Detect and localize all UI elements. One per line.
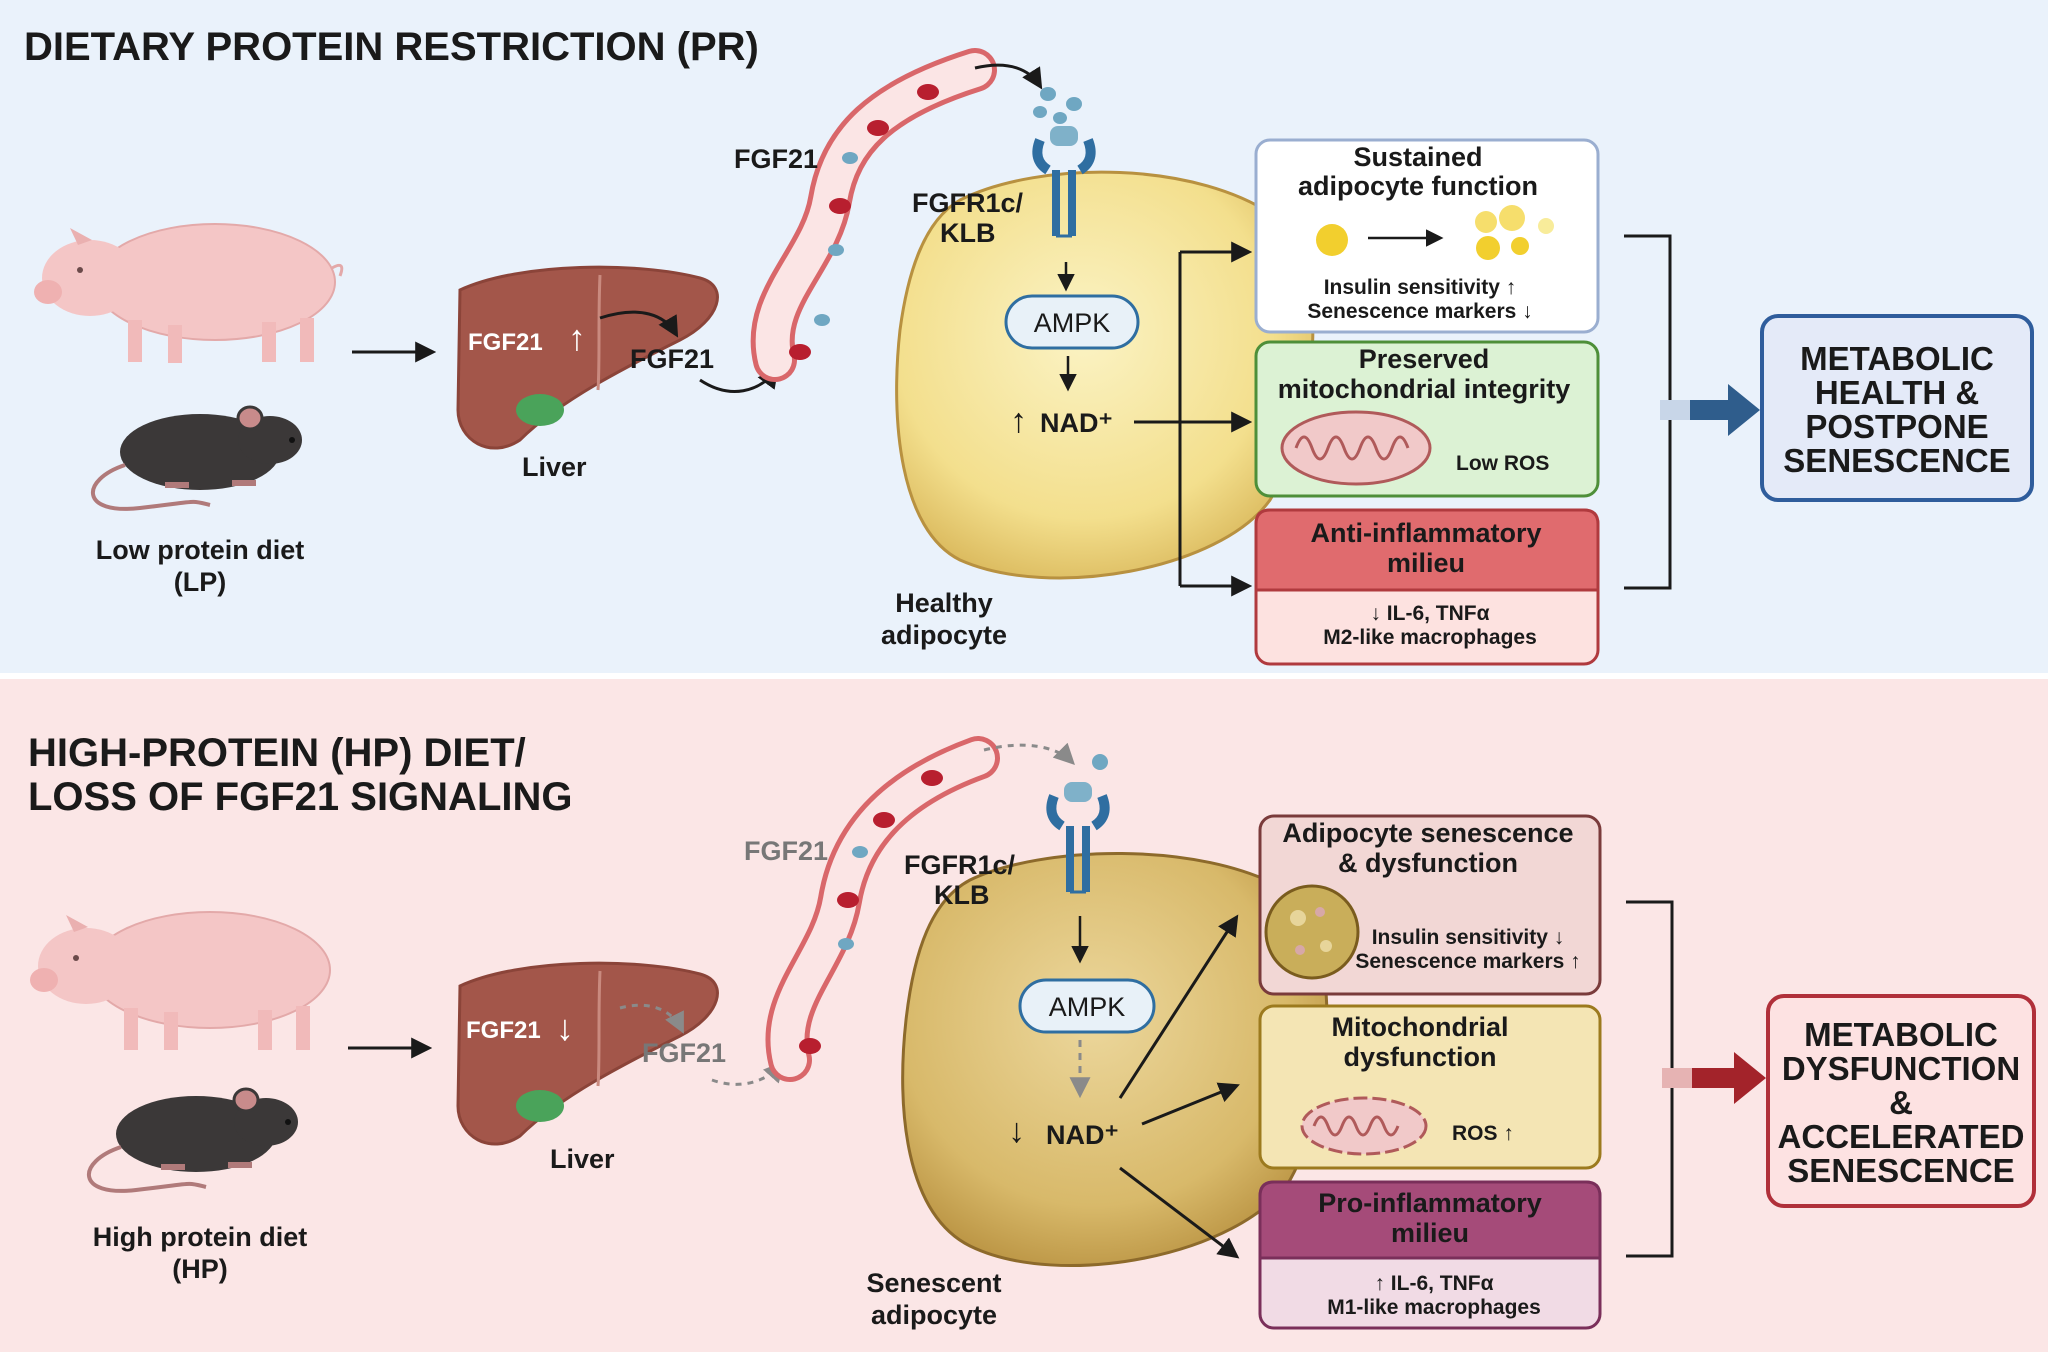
vessel-fgf21-label-bottom: FGF21 xyxy=(744,836,828,866)
box2-title-line2: mitochondrial integrity xyxy=(1278,374,1571,404)
mouse-icon xyxy=(91,405,302,511)
damaged-mitochondrion-icon xyxy=(1300,1096,1428,1156)
liver-icon-bottom xyxy=(456,961,719,1146)
ampk-node-bottom xyxy=(1018,978,1156,1034)
nad-label: NAD⁺ xyxy=(1040,408,1113,438)
blood-vessel-icon xyxy=(750,48,997,382)
box2-title-line1: Preserved xyxy=(1359,344,1490,374)
box2-detail: Low ROS xyxy=(1456,452,1549,475)
liver-to-vessel-arrow-bottom xyxy=(711,1060,785,1086)
fgf21-molecule-bottom xyxy=(1092,754,1108,770)
panel-bottom-title-line1: HIGH-PROTEIN (HP) DIET/ xyxy=(28,731,526,775)
box5-detail: ROS ↑ xyxy=(1452,1122,1514,1145)
mouse-icon-bottom xyxy=(87,1087,298,1193)
receptor-label-bottom-line1: FGFR1c/ xyxy=(904,850,1016,880)
box1-detail-line1: Insulin sensitivity ↑ xyxy=(1324,276,1517,299)
nad-branch-arrows-bottom xyxy=(1118,914,1240,1259)
box1-title-line2: adipocyte function xyxy=(1298,171,1538,201)
fgfr1c-klb-receptor-icon-bottom xyxy=(1046,782,1110,894)
liver-release-arrow xyxy=(599,310,679,338)
blood-vessel-icon-bottom xyxy=(765,736,1000,1082)
box5-title-line2: dysfunction xyxy=(1344,1042,1497,1072)
box6-detail-line2: M1-like macrophages xyxy=(1327,1296,1541,1319)
box1-detail-line2: Senescence markers ↓ xyxy=(1307,300,1532,323)
diet-label-bottom-line2: (HP) xyxy=(172,1254,228,1284)
box5-title-line1: Mitochondrial xyxy=(1332,1012,1509,1042)
top-outcome-line2: HEALTH & xyxy=(1815,374,1979,411)
box3-detail-line1: ↓ IL-6, TNFα xyxy=(1370,602,1489,625)
box4-detail-line1: Insulin sensitivity ↓ xyxy=(1372,926,1565,949)
fgfr1c-klb-receptor-icon xyxy=(1032,126,1096,238)
nad-down-arrow: ↓ xyxy=(1008,1112,1025,1150)
cell-label-bottom-line1: Senescent xyxy=(866,1268,1001,1298)
bottom-outcome-line1: METABOLIC xyxy=(1804,1016,1998,1053)
pig-icon-bottom xyxy=(30,911,331,1050)
cell-label-bottom-line2: adipocyte xyxy=(871,1300,997,1330)
senescent-adipocyte-cell xyxy=(901,852,1329,1268)
nad-label-bottom: NAD⁺ xyxy=(1046,1120,1119,1150)
receptor-label-line1: FGFR1c/ xyxy=(912,188,1024,218)
receptor-label-bottom-line2: KLB xyxy=(934,880,990,910)
healthy-adipocyte-cell xyxy=(895,170,1315,580)
fgf21-secreted-label: FGF21 xyxy=(630,344,714,374)
box6-title-line1: Pro-inflammatory xyxy=(1318,1188,1542,1218)
liver-fgf21-label: FGF21 xyxy=(468,329,543,356)
liver-label-bottom: Liver xyxy=(550,1144,615,1174)
fgf21-change-arrow-bottom: ↓ xyxy=(556,1007,574,1048)
box6-detail-line1: ↑ IL-6, TNFα xyxy=(1374,1272,1493,1295)
vessel-fgf21-label: FGF21 xyxy=(734,144,818,174)
box4-title-line2: & dysfunction xyxy=(1338,848,1518,878)
vessel-to-receptor-arrow xyxy=(974,63,1043,90)
top-outcome-arrow xyxy=(1660,384,1760,436)
cell-label-line2: adipocyte xyxy=(881,620,1007,650)
bottom-outcome-arrow xyxy=(1662,1052,1766,1104)
lipid-droplet-icon xyxy=(1316,205,1554,260)
receptor-label-line2: KLB xyxy=(940,218,996,248)
ampk-label-bottom: AMPK xyxy=(1049,992,1126,1022)
fgf21-molecules xyxy=(1033,87,1082,124)
cell-label-line1: Healthy xyxy=(895,588,993,618)
ampk-label: AMPK xyxy=(1034,308,1111,338)
box4-detail-line2: Senescence markers ↑ xyxy=(1355,950,1580,973)
fgf21-change-arrow: ↑ xyxy=(568,317,586,358)
diet-label-line2: (LP) xyxy=(174,567,226,597)
senescent-cell-icon xyxy=(1264,884,1360,980)
outcome-box-bottom xyxy=(1766,994,2036,1208)
box3-title-line1: Anti-inflammatory xyxy=(1310,518,1541,548)
outcome-box-top xyxy=(1760,314,2034,502)
bottom-outcome-line3: & xyxy=(1889,1084,1913,1121)
box3-title-line2: milieu xyxy=(1387,548,1465,578)
liver-icon xyxy=(456,265,719,450)
top-outcome-line4: SENESCENCE xyxy=(1783,442,2010,479)
fgf21-secreted-label-bottom: FGF21 xyxy=(642,1038,726,1068)
bottom-outcome-line5: SENESCENCE xyxy=(1787,1152,2014,1189)
diet-label-line1: Low protein diet xyxy=(96,535,305,565)
liver-fgf21-label-bottom: FGF21 xyxy=(466,1017,541,1044)
nad-branch-arrows xyxy=(1134,241,1253,597)
box1-title-line1: Sustained xyxy=(1353,142,1482,172)
panel-bottom-title-line2: LOSS OF FGF21 SIGNALING xyxy=(28,775,573,819)
bottom-outcome-line2: DYSFUNCTION xyxy=(1782,1050,2020,1087)
liver-release-arrow-bottom xyxy=(619,1003,684,1034)
box6-title-line2: milieu xyxy=(1391,1218,1469,1248)
panel-top-title: DIETARY PROTEIN RESTRICTION (PR) xyxy=(24,25,759,69)
nad-up-arrow: ↑ xyxy=(1010,402,1027,440)
pig-icon xyxy=(34,223,344,363)
box4-title-line1: Adipocyte senescence xyxy=(1282,818,1573,848)
vessel-to-receptor-arrow-bottom xyxy=(983,742,1075,765)
top-outcome-line1: METABOLIC xyxy=(1800,340,1994,377)
box3-detail-line2: M2-like macrophages xyxy=(1323,626,1537,649)
bottom-outcome-line4: ACCELERATED xyxy=(1778,1118,2025,1155)
liver-label: Liver xyxy=(522,452,587,482)
mitochondrion-icon xyxy=(1280,410,1432,486)
top-outcome-line3: POSTPONE xyxy=(1805,408,1988,445)
ampk-node xyxy=(1004,294,1140,350)
diet-label-bottom-line1: High protein diet xyxy=(93,1222,307,1252)
